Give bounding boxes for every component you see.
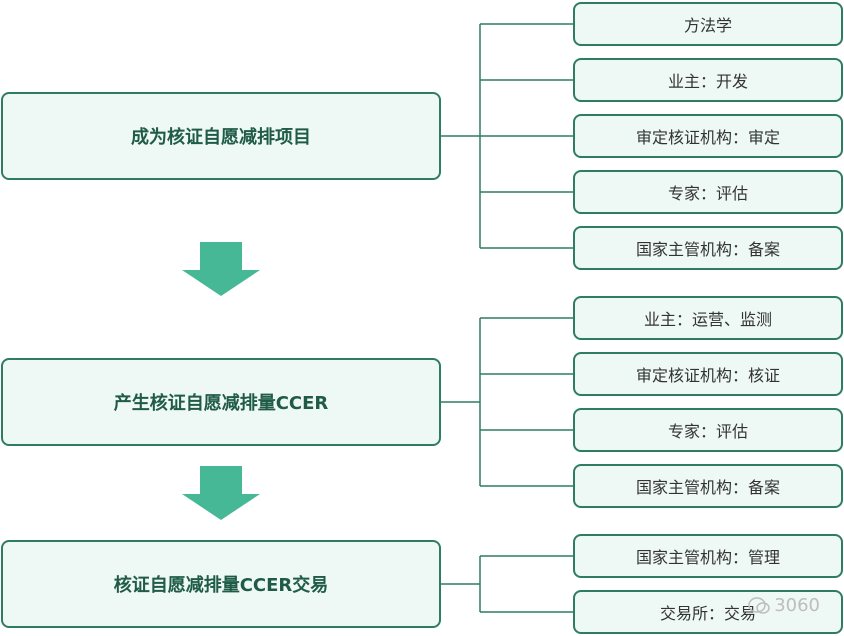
down-arrow-icon [182, 242, 260, 296]
step-box: 审定核证机构：审定 [573, 114, 843, 158]
step-box: 审定核证机构：核证 [573, 352, 843, 396]
step-label: 审定核证机构：核证 [635, 366, 780, 385]
step-label: 业主：开发 [667, 72, 748, 91]
step-box: 国家主管机构：备案 [573, 464, 843, 508]
step-label: 国家主管机构：备案 [635, 478, 780, 497]
stage-box-project: 成为核证自愿减排项目 [1, 92, 441, 180]
step-label: 国家主管机构：管理 [635, 548, 780, 567]
stage-title: 核证自愿减排量CCER交易 [113, 575, 329, 596]
step-box: 国家主管机构：备案 [573, 226, 843, 270]
step-label: 专家：评估 [667, 184, 748, 203]
watermark-text: 3060 [774, 595, 820, 616]
step-box: 专家：评估 [573, 170, 843, 214]
stage-title: 产生核证自愿减排量CCER [113, 393, 329, 414]
step-box: 方法学 [573, 2, 843, 46]
step-box: 国家主管机构：管理 [573, 534, 843, 578]
step-box: 业主：运营、监测 [573, 296, 843, 340]
step-box: 专家：评估 [573, 408, 843, 452]
watermark: 3060 [748, 595, 820, 616]
down-arrow-icon [182, 466, 260, 520]
stage-title: 成为核证自愿减排项目 [131, 127, 311, 148]
step-label: 交易所：交易 [659, 604, 756, 623]
step-label: 专家：评估 [667, 422, 748, 441]
step-label: 审定核证机构：审定 [635, 128, 780, 147]
chat-bubble-icon [748, 596, 770, 614]
step-box: 交易所：交易 [573, 590, 843, 634]
stage-box-generate: 产生核证自愿减排量CCER [1, 358, 441, 446]
stage-box-trade: 核证自愿减排量CCER交易 [1, 540, 441, 628]
step-label: 业主：运营、监测 [643, 310, 772, 329]
step-box: 业主：开发 [573, 58, 843, 102]
step-label: 国家主管机构：备案 [635, 240, 780, 259]
step-label: 方法学 [683, 16, 732, 35]
